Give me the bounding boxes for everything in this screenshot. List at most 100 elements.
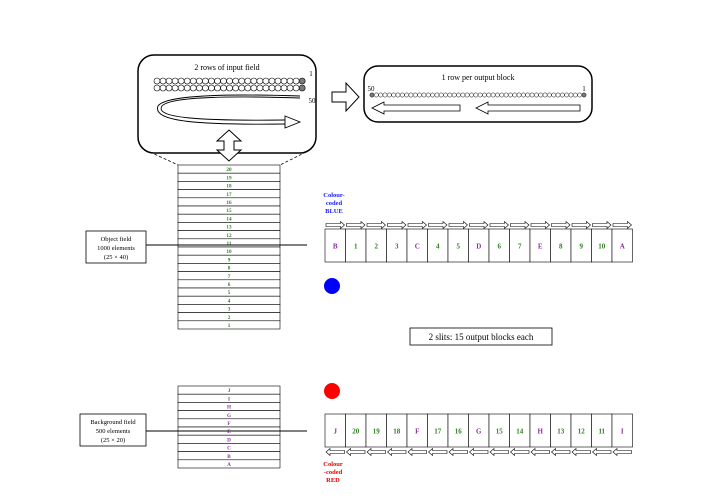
output-block-label: 16 bbox=[455, 428, 463, 436]
red-label-line3: RED bbox=[326, 477, 340, 484]
input-circle bbox=[153, 77, 161, 85]
output-block-label: 17 bbox=[434, 428, 442, 436]
object-stack-row-label: 7 bbox=[228, 274, 231, 280]
input-circle bbox=[292, 77, 300, 85]
panel-transfer-arrow bbox=[331, 81, 360, 113]
left-arrow bbox=[612, 447, 632, 457]
left-arrow bbox=[407, 447, 427, 457]
input-circle bbox=[220, 84, 227, 92]
input-circle-row-1 bbox=[153, 77, 306, 85]
background-stack-row-label: F bbox=[227, 421, 230, 427]
output-circle bbox=[572, 92, 578, 98]
left-arrow bbox=[448, 447, 468, 457]
input-circle bbox=[256, 77, 264, 85]
input-circle bbox=[232, 84, 239, 92]
input-circle bbox=[250, 77, 258, 85]
output-circle bbox=[508, 92, 513, 98]
output-circle bbox=[460, 92, 466, 98]
output-circle bbox=[412, 92, 418, 98]
output-circle bbox=[456, 92, 461, 98]
output-block-label: 6 bbox=[498, 243, 502, 251]
input-circle bbox=[190, 77, 197, 85]
input-circle bbox=[177, 84, 185, 92]
output-block bbox=[611, 413, 633, 448]
input-circle bbox=[226, 84, 233, 92]
output-circle bbox=[369, 92, 375, 98]
output-block-label: 7 bbox=[518, 243, 522, 251]
bottom-arrow-row bbox=[325, 447, 632, 457]
input-circle bbox=[268, 77, 276, 85]
output-block-label: E bbox=[538, 243, 543, 251]
output-circle bbox=[477, 92, 483, 98]
background-stack-row bbox=[177, 459, 281, 469]
background-field-box: Background field 500 elements (25 × 20) bbox=[79, 413, 147, 447]
output-block-label: 20 bbox=[352, 428, 360, 436]
object-stack-row-label: 14 bbox=[226, 216, 232, 222]
input-circle bbox=[292, 84, 300, 92]
output-block-label: H bbox=[538, 428, 544, 436]
output-circle bbox=[373, 92, 379, 98]
input-circle bbox=[262, 77, 270, 85]
object-field-line3: (25 × 40) bbox=[104, 254, 128, 261]
input-circle bbox=[196, 84, 203, 92]
red-label-line1: Colour bbox=[323, 461, 343, 468]
left-arrow bbox=[510, 447, 530, 457]
output-circle bbox=[560, 92, 565, 98]
input-circle bbox=[208, 84, 215, 92]
input-circle bbox=[214, 77, 221, 85]
output-circle bbox=[534, 92, 539, 98]
input-circle bbox=[159, 84, 167, 92]
left-arrow bbox=[592, 447, 612, 457]
output-circle bbox=[386, 92, 392, 98]
output-circle bbox=[443, 92, 448, 98]
output-circle bbox=[512, 92, 518, 98]
left-arrow bbox=[366, 447, 386, 457]
output-label-left: 50 bbox=[368, 85, 376, 93]
output-circle bbox=[503, 92, 509, 98]
output-block-label: A bbox=[620, 243, 625, 251]
output-block-label: 13 bbox=[557, 428, 565, 436]
output-circle bbox=[499, 92, 505, 98]
right-arrow bbox=[469, 220, 489, 230]
output-circle bbox=[555, 92, 561, 98]
output-circle bbox=[577, 92, 583, 98]
output-circle bbox=[438, 92, 444, 98]
output-circle bbox=[464, 92, 470, 98]
object-stack-row-label: 4 bbox=[228, 298, 231, 304]
output-block-label: F bbox=[415, 428, 419, 436]
input-circle bbox=[232, 77, 239, 85]
input-circle bbox=[286, 84, 294, 92]
left-arrow bbox=[325, 447, 345, 457]
input-circle bbox=[274, 84, 282, 92]
input-loop-arrowhead bbox=[284, 115, 302, 129]
blue-dot bbox=[324, 278, 340, 294]
output-circle bbox=[395, 92, 401, 98]
input-circle bbox=[262, 84, 270, 92]
input-label-start: 1 bbox=[309, 70, 313, 78]
object-stack-row-label: 6 bbox=[228, 282, 231, 288]
output-circle bbox=[547, 92, 552, 98]
background-field-line3: (25 × 20) bbox=[101, 437, 125, 444]
input-circle bbox=[177, 77, 185, 85]
right-arrow bbox=[510, 220, 530, 230]
input-panel-title: 2 rows of input field bbox=[194, 63, 259, 72]
output-block-label: 19 bbox=[373, 428, 381, 436]
object-stack-row-label: 12 bbox=[226, 233, 232, 239]
left-arrow bbox=[387, 447, 407, 457]
right-arrow bbox=[592, 220, 612, 230]
output-circle bbox=[408, 92, 414, 98]
input-circle bbox=[190, 84, 197, 92]
output-circle bbox=[404, 92, 409, 98]
output-block-panel: 1 row per output block 50 1 bbox=[363, 65, 593, 123]
blue-label-line3: BLUE bbox=[325, 208, 343, 215]
output-block-label: 8 bbox=[559, 243, 563, 251]
input-circle-row-2 bbox=[153, 84, 306, 92]
output-block-label: 5 bbox=[457, 243, 461, 251]
right-arrow bbox=[551, 220, 571, 230]
left-arrow bbox=[571, 447, 591, 457]
object-stack-row-label: 11 bbox=[227, 241, 232, 247]
output-circle bbox=[473, 92, 479, 98]
